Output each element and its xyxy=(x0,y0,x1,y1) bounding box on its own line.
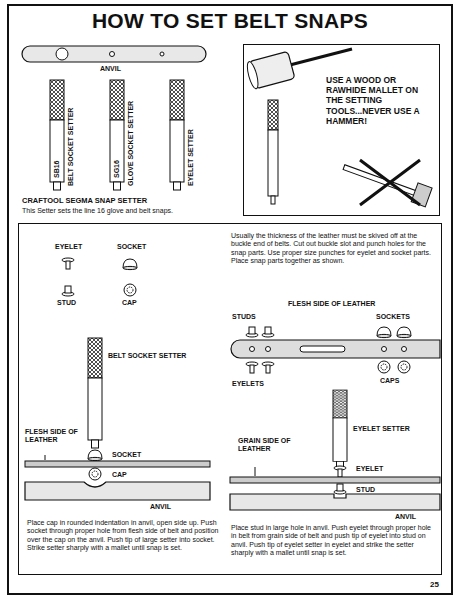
part-name: BELT SOCKET SETTER xyxy=(108,352,186,360)
part-name: EYELET SETTER xyxy=(353,425,410,433)
node-text: Usually the thickness of the leather mus… xyxy=(231,232,435,266)
part-name: SOCKET xyxy=(117,243,146,251)
page-number: 25 xyxy=(430,580,439,589)
part-name: EYELET xyxy=(55,243,82,251)
model-number: SB16 xyxy=(53,160,61,178)
part-name: ANVIL xyxy=(395,513,416,521)
part-name: FLESH SIDE OF LEATHER xyxy=(288,300,375,308)
part-name: CAP xyxy=(122,299,137,307)
part-name: CAP xyxy=(112,471,127,479)
model-number: SG16 xyxy=(113,160,121,178)
product-name: CRAFTOOL SEGMA SNAP SETTER xyxy=(22,197,147,206)
instruction-panel: Usually the thickness of the leather mus… xyxy=(18,223,442,575)
part-name: STUDS xyxy=(232,313,256,321)
part-name: STUD xyxy=(57,299,76,307)
node-text: USE A WOOD OR RAWHIDE MALLET ON THE SETT… xyxy=(326,75,434,126)
node-text: Place stud in large hole in anvil. Push … xyxy=(231,524,435,558)
part-name: BELT SOCKET SETTER xyxy=(67,108,75,186)
part-name: GLOVE SOCKET SETTER xyxy=(127,101,135,186)
part-name: CAPS xyxy=(380,377,399,385)
part-name: STUD xyxy=(356,486,375,494)
page-title: HOW TO SET BELT SNAPS xyxy=(0,9,460,33)
part-name: FLESH SIDE OF LEATHER xyxy=(25,428,80,444)
part-name: ANVIL xyxy=(150,503,171,511)
warning-box: USE A WOOD OR RAWHIDE MALLET ON THE SETT… xyxy=(243,44,440,216)
part-name: SOCKETS xyxy=(376,313,410,321)
part-name: ANVIL xyxy=(100,65,121,73)
part-name: EYELETS xyxy=(232,380,264,388)
part-name: EYELET xyxy=(356,465,383,473)
part-name: EYELET SETTER xyxy=(187,129,195,186)
caption: This Setter sets the line 16 glove and b… xyxy=(22,207,173,215)
node-text: Place cap in rounded indentation in anvi… xyxy=(27,519,221,553)
part-name: GRAIN SIDE OF LEATHER xyxy=(238,437,293,453)
part-name: SOCKET xyxy=(112,451,141,459)
